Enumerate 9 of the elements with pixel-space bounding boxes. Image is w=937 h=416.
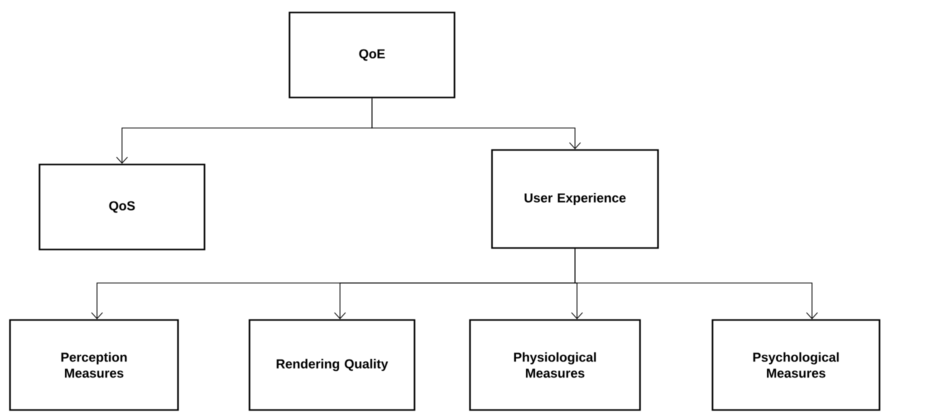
arrow: [574, 248, 818, 320]
box: User Experience: [491, 149, 659, 249]
box: Perception Measures: [9, 319, 179, 411]
box: QoS: [38, 164, 206, 250]
box: QoE: [288, 12, 456, 98]
box: Rendering Quality: [248, 319, 416, 411]
box: Physiological Measures: [469, 319, 641, 411]
arrow: [372, 98, 581, 150]
box: Psychological Measures: [712, 319, 880, 411]
